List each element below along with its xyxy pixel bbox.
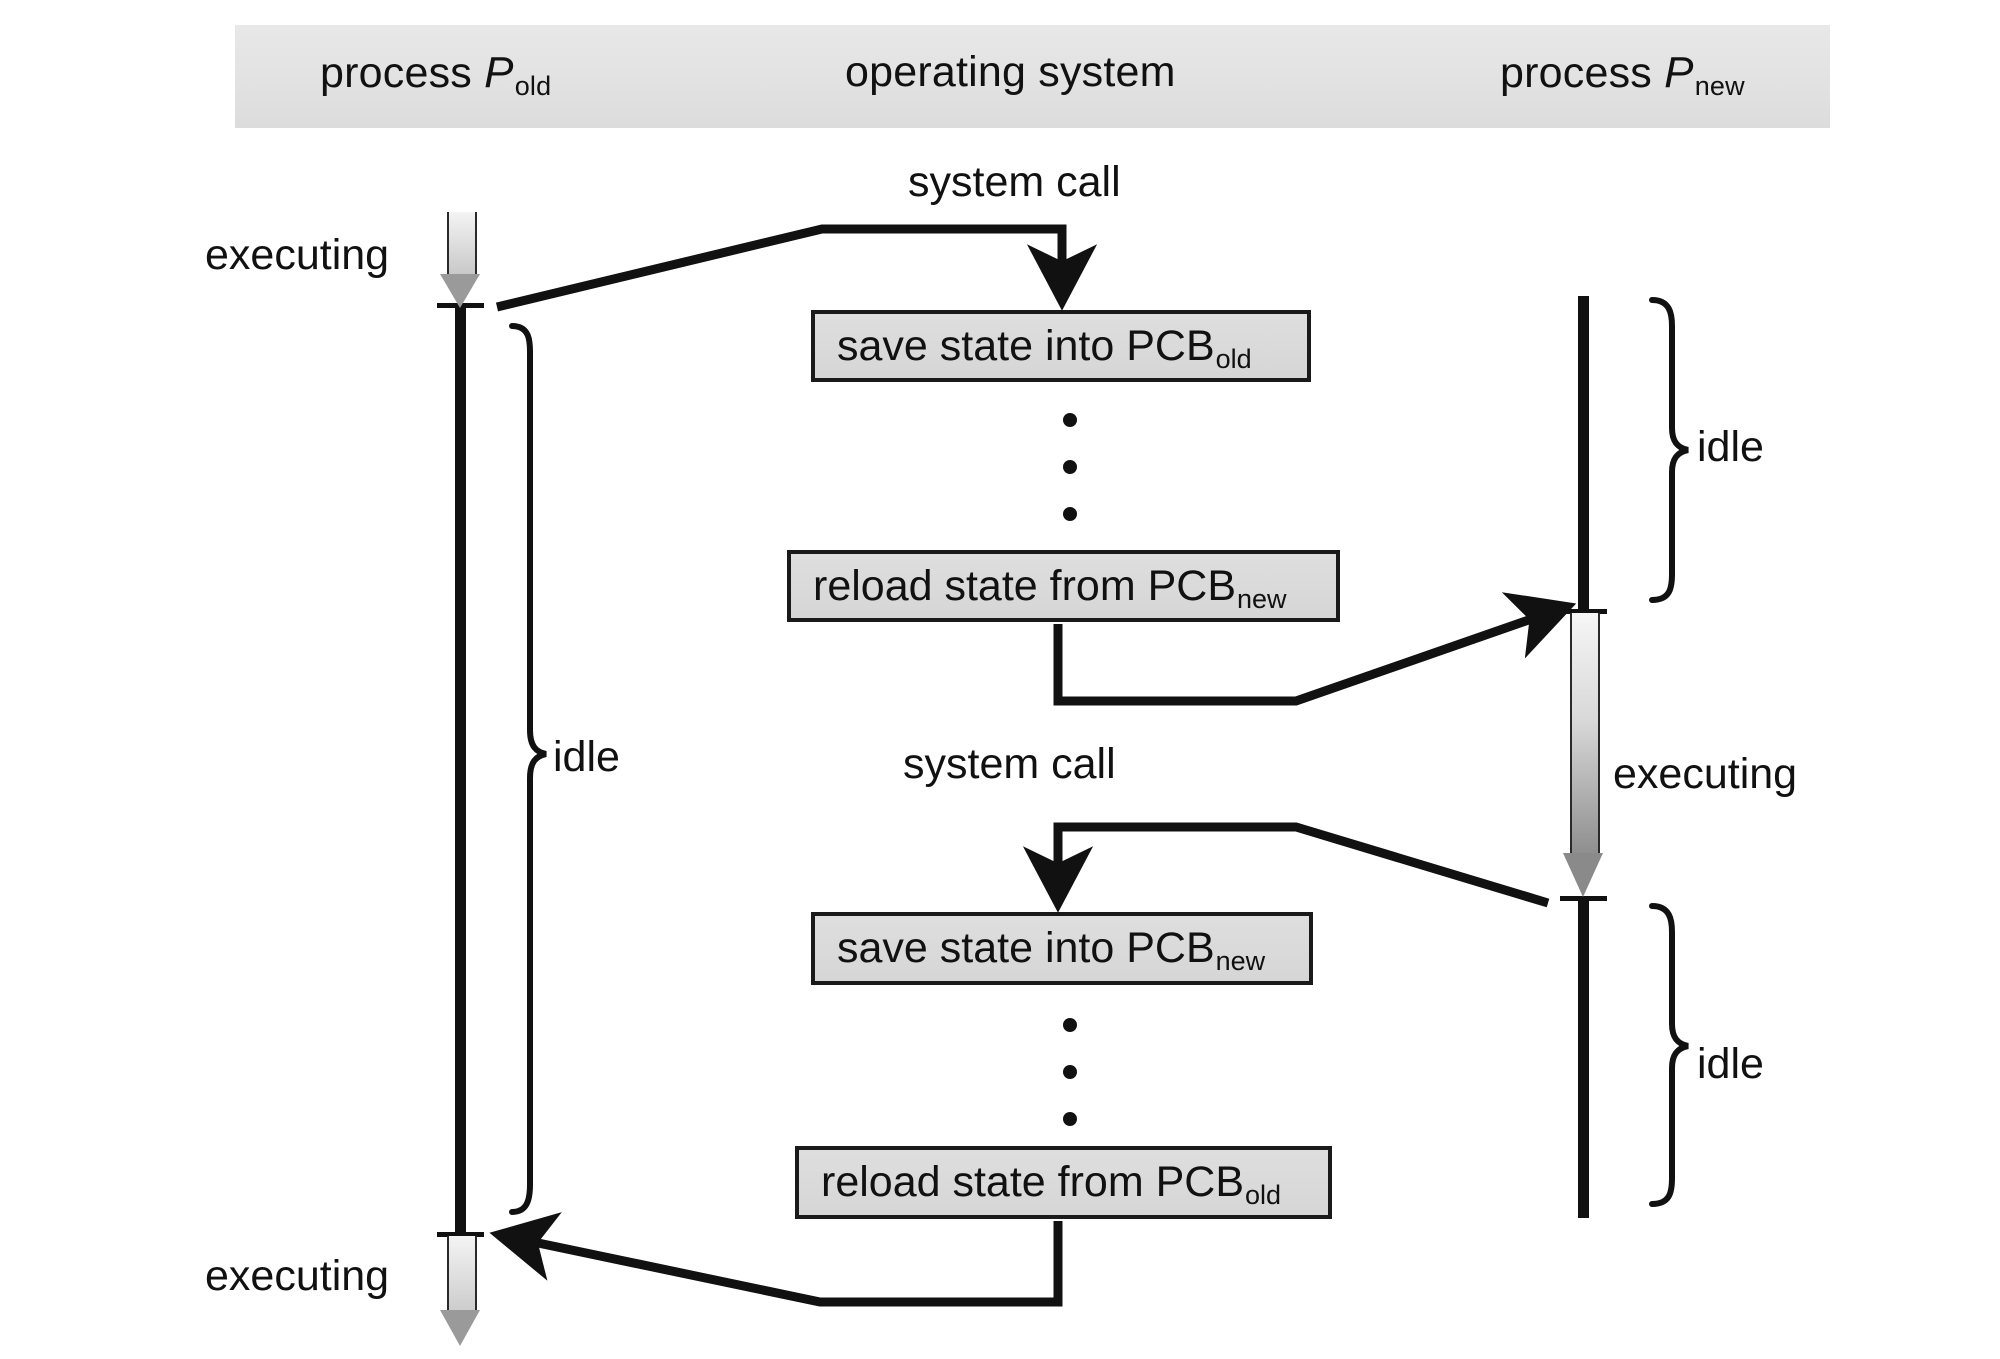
box-save-old-label: save state into PCBold — [837, 321, 1252, 374]
column-title-old-text: process — [320, 49, 485, 97]
box-reload-state-pcb-new: reload state from PCBnew — [787, 550, 1340, 622]
column-title-operating-system: operating system — [845, 48, 1176, 97]
label-idle-left: idle — [553, 733, 620, 781]
label-system-call-1: system call — [908, 158, 1121, 206]
column-title-new-symbol: P — [1664, 48, 1694, 97]
box-reload-state-pcb-old: reload state from PCBold — [795, 1146, 1332, 1219]
box-reload-new-label: reload state from PCBnew — [813, 561, 1287, 614]
lifeline-process-new-idle-top — [1578, 296, 1589, 614]
executing-arrow-old-bottom — [440, 1236, 480, 1346]
lifeline-process-old — [455, 308, 466, 1238]
column-title-new-text: process — [1500, 49, 1665, 97]
label-system-call-2: system call — [903, 740, 1116, 788]
label-executing-left-bottom: executing — [205, 1252, 390, 1300]
box-save-state-pcb-old: save state into PCBold — [811, 310, 1311, 382]
column-title-process-old: process Pold — [320, 48, 552, 101]
column-title-new-sub: new — [1694, 71, 1745, 101]
label-executing-left-top: executing — [205, 231, 390, 279]
lifeline-process-new-idle-bottom — [1578, 900, 1589, 1218]
box-save-state-pcb-new: save state into PCBnew — [811, 912, 1313, 985]
column-header-band — [235, 25, 1830, 128]
column-title-old-sub: old — [514, 71, 552, 101]
column-title-os-text: operating system — [845, 48, 1176, 96]
box-save-new-label: save state into PCBnew — [837, 924, 1266, 976]
lifeline-new-tick-top — [1560, 609, 1607, 614]
ellipsis-dots-lower — [1063, 1018, 1077, 1159]
executing-arrow-old-top — [440, 212, 480, 308]
executing-arrow-new — [1563, 613, 1603, 901]
label-idle-right-top: idle — [1697, 423, 1764, 471]
brace-idle-right-top — [1649, 297, 1689, 603]
box-reload-old-label: reload state from PCBold — [821, 1158, 1282, 1210]
label-executing-right: executing — [1613, 750, 1798, 798]
brace-idle-left — [509, 323, 547, 1215]
lifeline-new-tick-bottom — [1560, 896, 1607, 901]
connector-syscall-1 — [495, 224, 1098, 312]
lifeline-old-tick-bottom — [437, 1232, 484, 1237]
column-title-process-new: process Pnew — [1500, 48, 1745, 101]
brace-idle-right-bottom — [1649, 903, 1689, 1207]
connector-reload-to-old — [489, 1212, 1063, 1307]
label-idle-right-bottom: idle — [1697, 1040, 1764, 1088]
connector-syscall-2 — [1022, 822, 1550, 913]
ellipsis-dots-upper — [1063, 413, 1077, 554]
column-title-old-symbol: P — [484, 48, 514, 97]
